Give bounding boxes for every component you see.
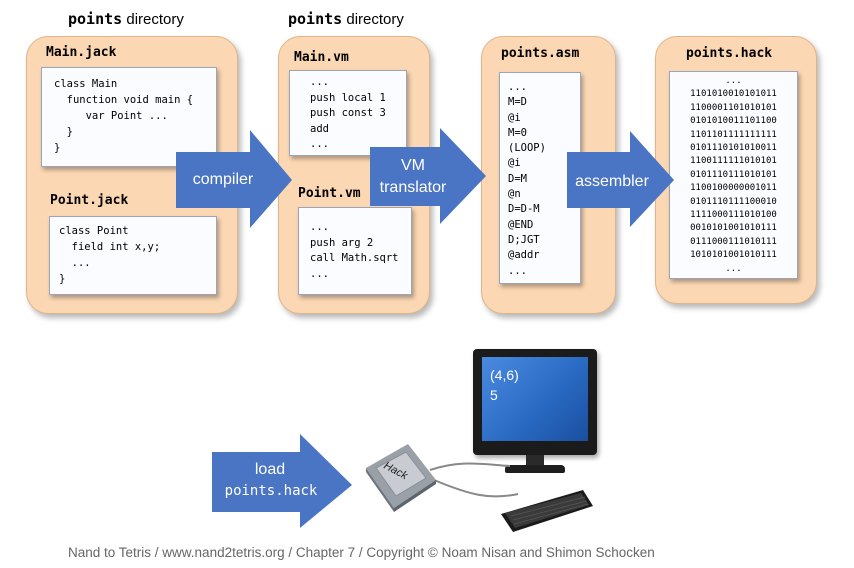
directory-name: points [68, 10, 123, 28]
directory-label-1: points directory [68, 10, 184, 28]
hack-lines: ... 1101010010101011 1100001101010101 01… [690, 76, 777, 274]
hack-code: ... 1101010010101011 1100001101010101 01… [669, 71, 798, 279]
point-vm-lines: ... push arg 2 call Math.sqrt ... [310, 221, 399, 280]
main-vm-lines: ... push local 1 push const 3 add ... [310, 76, 386, 150]
asm-code: ... M=D @i M=0 (LOOP) @i D=M @n D=D-M @E… [499, 72, 581, 284]
point-jack-lines: class Point field int x,y; ... } [59, 225, 161, 285]
directory-suffix: directory [342, 11, 404, 28]
footer-copyright: Nand to Tetris / www.nand2tetris.org / C… [68, 545, 655, 560]
vm-translator-arrow [370, 128, 486, 224]
main-jack-code: class Main function void main { var Poin… [41, 67, 217, 167]
vm-translator-label-line1: VM [401, 157, 425, 174]
load-arrow [212, 434, 352, 528]
screen-line-2: 5 [490, 387, 498, 403]
point-vm-code: ... push arg 2 call Math.sqrt ... [298, 207, 412, 295]
monitor-stand [505, 465, 565, 473]
main-vm-title: Main.vm [294, 50, 349, 65]
point-vm-title: Point.vm [298, 186, 361, 201]
asm-lines: ... M=D @i M=0 (LOOP) @i D=M @n D=D-M @E… [508, 81, 546, 277]
directory-name: points [288, 10, 343, 28]
cables [429, 462, 519, 498]
point-jack-code: class Point field int x,y; ... } [49, 216, 217, 295]
keyboard [501, 490, 593, 532]
load-label-line1: load [254, 461, 286, 478]
vm-translator-label-line2: translator [379, 179, 447, 196]
main-jack-lines: class Main function void main { var Poin… [54, 78, 194, 154]
main-vm-code: ... push local 1 push const 3 add ... [289, 70, 407, 156]
monitor-neck [526, 455, 544, 467]
hack-title: points.hack [686, 46, 773, 61]
compiler-label: compiler [192, 171, 254, 188]
monitor-screen: (4,6) 5 [482, 357, 588, 441]
screen-line-1: (4,6) [490, 367, 519, 383]
assembler-arrow [567, 131, 674, 227]
load-label-line2: points.hack [224, 483, 318, 499]
directory-suffix: directory [122, 11, 184, 28]
asm-title: points.asm [501, 46, 580, 61]
directory-label-2: points directory [288, 10, 404, 28]
assembler-label: assembler [575, 173, 649, 190]
hack-chip [366, 444, 436, 512]
compiler-arrow [176, 130, 292, 228]
main-jack-title: Main.jack [46, 45, 117, 60]
point-jack-title: Point.jack [50, 193, 129, 208]
